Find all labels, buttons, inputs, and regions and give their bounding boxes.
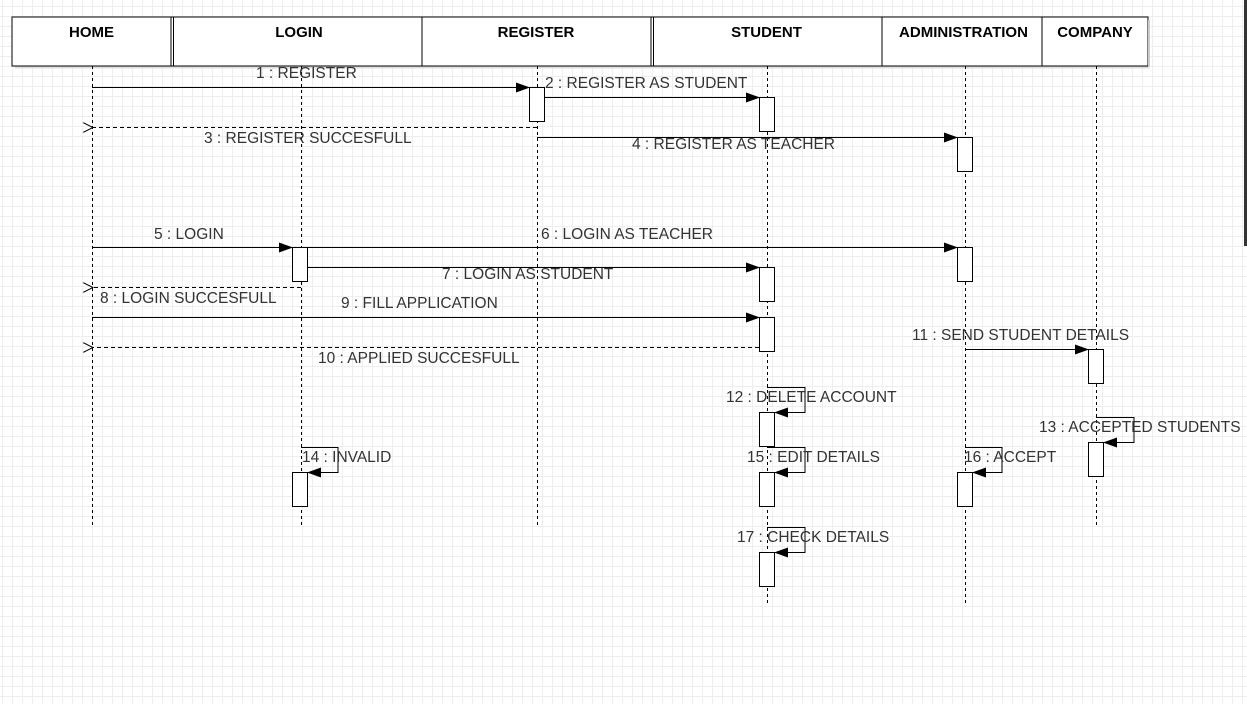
message-label: 16 : ACCEPT (964, 449, 1057, 466)
message-label: 13 : ACCEPTED STUDENTS (1039, 419, 1241, 436)
message-label: 9 : FILL APPLICATION (341, 295, 498, 312)
activation-login (292, 472, 308, 507)
message-label: 15 : EDIT DETAILS (747, 449, 880, 466)
message-label: 10 : APPLIED SUCCESFULL (318, 350, 520, 367)
participant-login-label: LOGIN (275, 24, 323, 41)
message-labels: 1 : REGISTER 2 : REGISTER AS STUDENT 3 :… (100, 65, 1241, 546)
message-label: 12 : DELETE ACCOUNT (726, 389, 897, 406)
participant-student-label: STUDENT (731, 24, 802, 41)
activation-administration (957, 472, 973, 507)
participant-register[interactable]: REGISTER (421, 16, 652, 67)
message-arrows (92, 82, 1135, 558)
participant-student[interactable]: STUDENT (650, 16, 883, 67)
message-label: 17 : CHECK DETAILS (737, 529, 889, 546)
participant-administration[interactable]: ADMINISTRATION (881, 16, 1043, 67)
message-arrow (965, 447, 1003, 478)
message-label: 7 : LOGIN AS STUDENT (442, 266, 614, 283)
participant-home[interactable]: HOME (11, 16, 172, 67)
message-label: 5 : LOGIN (154, 226, 224, 243)
message-label: 1 : REGISTER (256, 65, 357, 82)
message-label: 2 : REGISTER AS STUDENT (545, 75, 748, 92)
message-arrow (1096, 417, 1135, 448)
activation-student (759, 317, 775, 352)
message-label: 11 : SEND STUDENT DETAILS (912, 327, 1129, 344)
activation-register (529, 87, 545, 122)
participant-company[interactable]: COMPANY (15, 16, 1150, 69)
activation-student (759, 552, 775, 587)
message-label: 6 : LOGIN AS TEACHER (541, 226, 713, 243)
activation-administration (957, 137, 973, 172)
activation-student (759, 412, 775, 447)
activation-administration (957, 247, 973, 282)
participant-company-label: COMPANY (1057, 24, 1133, 41)
message-arrow (767, 387, 806, 418)
scrollbar-thumb[interactable] (1244, 0, 1247, 246)
message-label: 14 : INVALID (302, 449, 391, 466)
activation-company (1088, 442, 1104, 477)
activation-student (759, 97, 775, 132)
activation-company (1088, 349, 1104, 384)
message-arrow (767, 447, 806, 478)
message-arrow (767, 527, 806, 558)
activation-student (759, 267, 775, 302)
participant-administration-label: ADMINISTRATION (899, 24, 1028, 41)
message-label: 3 : REGISTER SUCCESFULL (204, 130, 412, 147)
participant-home-label: HOME (69, 24, 114, 41)
message-arrow (301, 447, 339, 478)
message-label: 4 : REGISTER AS TEACHER (632, 136, 835, 153)
message-label: 8 : LOGIN SUCCESFULL (100, 290, 277, 307)
participant-register-label: REGISTER (498, 24, 575, 41)
participant-login[interactable]: LOGIN (170, 16, 423, 67)
activation-bars (292, 87, 1104, 587)
activation-login (292, 247, 308, 282)
activation-student (759, 472, 775, 507)
